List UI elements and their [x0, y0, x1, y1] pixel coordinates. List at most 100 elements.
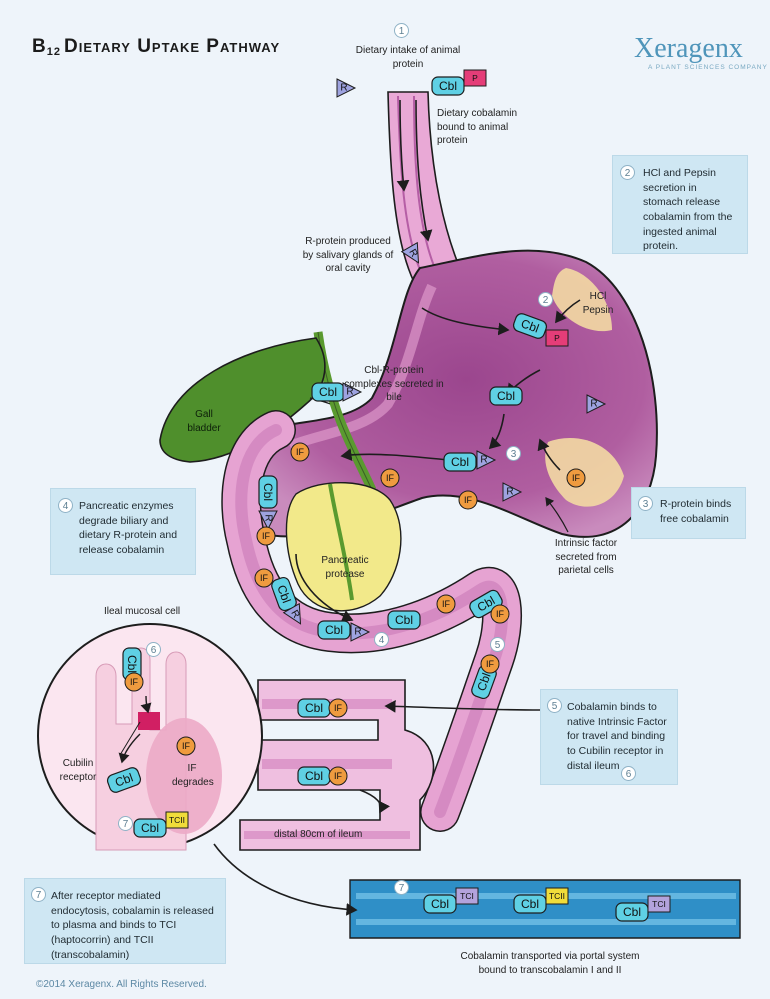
p-protein-label: P: [554, 333, 560, 343]
label-hcl-pepsin: HCl Pepsin: [578, 290, 618, 317]
cbl-label: Cbl: [305, 769, 323, 783]
if-molecule: IF: [257, 527, 275, 545]
p-protein-label: P: [472, 73, 478, 83]
if-molecule: IF: [291, 443, 309, 461]
brand-tagline: A PLANT SCIENCES COMPANY: [648, 64, 768, 71]
if-label: IF: [260, 573, 269, 583]
label-gall-bladder: Gall bladder: [180, 408, 228, 435]
if-label: IF: [182, 741, 191, 751]
label-cubilin: Cubilin receptor: [52, 757, 104, 784]
if-molecule: IF: [381, 469, 399, 487]
brand-logo: Xeragenx: [634, 33, 743, 65]
step-text-4: Pancreatic enzymes degrade biliary and d…: [79, 499, 185, 558]
label-ileal-cell: Ileal mucosal cell: [104, 605, 224, 619]
r-protein: R: [337, 79, 355, 97]
label-intrinsic-factor: Intrinsic factor secreted from parietal …: [548, 537, 624, 578]
if-molecule: IF: [125, 673, 143, 691]
step-box-4: 4 Pancreatic enzymes degrade biliary and…: [50, 488, 196, 575]
cbl-label: Cbl: [521, 897, 539, 911]
step-number-5: 5: [547, 698, 562, 713]
cbl-molecule: Cbl: [318, 621, 350, 639]
r-label: R: [590, 399, 597, 410]
cbl-molecule: Cbl: [424, 895, 456, 913]
label-dietary-cobalamin: Dietary cobalamin bound to animal protei…: [437, 107, 537, 148]
step-text-5: Cobalamin binds to native Intrinsic Fact…: [567, 700, 669, 773]
cbl-label: Cbl: [623, 905, 641, 919]
r-label: R: [354, 627, 361, 638]
if-molecule: IF: [491, 605, 509, 623]
marker-step-3: 3: [506, 446, 521, 461]
label-portal-transport: Cobalamin transported via portal system …: [450, 950, 650, 977]
tci-protein: TCI: [456, 888, 478, 904]
label-cbl-r-bile: Cbl-R-protein complexes secreted in bile: [344, 364, 444, 405]
cbl-label: Cbl: [261, 483, 275, 501]
step-text-2: HCl and Pepsin secretion in stomach rele…: [643, 166, 737, 254]
step-text-7: After receptor mediated endocytosis, cob…: [51, 889, 215, 962]
if-label: IF: [334, 703, 343, 713]
if-molecule: IF: [177, 737, 195, 755]
step-number-4: 4: [58, 498, 73, 513]
cbl-molecule: Cbl: [514, 895, 546, 913]
if-molecule: IF: [329, 699, 347, 717]
label-distal-ileum: distal 80cm of ileum: [274, 828, 394, 842]
p-protein: P: [546, 330, 568, 346]
if-label: IF: [130, 677, 139, 687]
if-molecule: IF: [567, 469, 585, 487]
label-pancreatic-protease: Pancreatic protease: [310, 554, 380, 581]
tcii-protein-label: TCII: [169, 815, 185, 825]
if-label: IF: [486, 659, 495, 669]
tcii-protein-label: TCII: [549, 891, 565, 901]
cbl-label: Cbl: [141, 821, 159, 835]
if-molecule: IF: [437, 595, 455, 613]
step-number-3: 3: [638, 496, 653, 511]
if-molecule: IF: [459, 491, 477, 509]
cbl-label: Cbl: [439, 79, 457, 93]
step-number-1: 1: [394, 23, 409, 38]
cbl-molecule: Cbl: [134, 819, 166, 837]
cbl-label: Cbl: [319, 385, 337, 399]
step-number-7: 7: [31, 887, 46, 902]
cbl-molecule: Cbl: [432, 77, 464, 95]
arrow-portal: [214, 844, 356, 910]
cbl-label: Cbl: [325, 623, 343, 637]
step-box-7: 7 After receptor mediated endocytosis, c…: [24, 878, 226, 964]
if-label: IF: [496, 609, 505, 619]
cbl-label: Cbl: [431, 897, 449, 911]
marker-step-6: 6: [146, 642, 161, 657]
cbl-molecule: Cbl: [388, 611, 420, 629]
cubilin-receptor: [138, 712, 160, 730]
step-box-5: 5 Cobalamin binds to native Intrinsic Fa…: [540, 689, 678, 785]
r-label: R: [263, 514, 274, 521]
p-protein: P: [464, 70, 486, 86]
if-label: IF: [334, 771, 343, 781]
tci-protein-label: TCI: [460, 891, 474, 901]
if-molecule: IF: [329, 767, 347, 785]
label-if-degrades: IF degrades: [172, 762, 212, 789]
label-r-protein-saliva: R-protein produced by salivary glands of…: [300, 235, 396, 276]
step-number-2: 2: [620, 165, 635, 180]
cbl-molecule: Cbl: [312, 383, 344, 401]
tcii-protein: TCII: [166, 812, 188, 828]
label-dietary-intake: Dietary intake of animal protein: [352, 44, 464, 71]
tci-protein: TCI: [648, 896, 670, 912]
copyright: ©2014 Xeragenx. All Rights Reserved.: [36, 979, 207, 990]
if-molecule: IF: [255, 569, 273, 587]
if-label: IF: [442, 599, 451, 609]
cbl-molecule: Cbl: [444, 453, 476, 471]
cbl-label: Cbl: [305, 701, 323, 715]
if-molecule: IF: [481, 655, 499, 673]
r-label: R: [480, 455, 487, 466]
r-label: R: [506, 487, 513, 498]
cbl-label: Cbl: [497, 389, 515, 403]
cbl-molecule: Cbl: [490, 387, 522, 405]
arrow-distal: [360, 790, 381, 812]
cbl-molecule: Cbl: [298, 767, 330, 785]
cbl-label: Cbl: [451, 455, 469, 469]
step-number-6-inline: 6: [621, 766, 636, 781]
step-box-3: 3 R-protein binds free cobalamin: [631, 487, 746, 539]
cbl-molecule: Cbl: [616, 903, 648, 921]
marker-step-4: 4: [374, 632, 389, 647]
if-label: IF: [296, 447, 305, 457]
